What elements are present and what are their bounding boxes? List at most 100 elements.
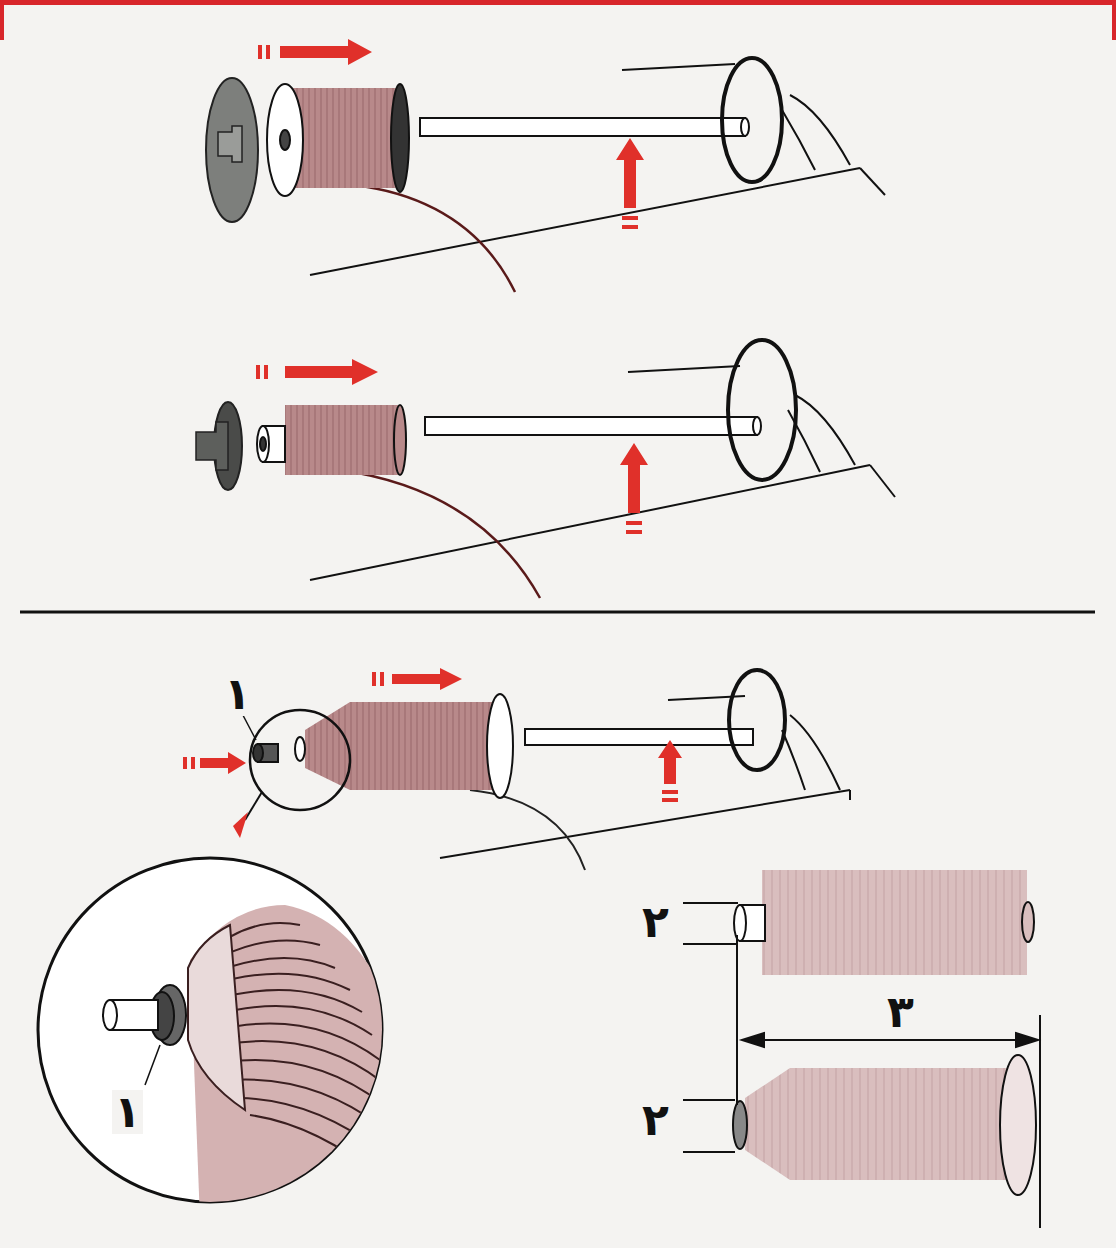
drawing-part bbox=[760, 1039, 1020, 1041]
drawing-part bbox=[870, 465, 895, 497]
spool-comparison bbox=[683, 870, 1040, 1228]
drawing-part bbox=[620, 443, 648, 513]
drawing-part bbox=[250, 1115, 390, 1185]
drawing-part bbox=[103, 1000, 117, 1030]
drawing-part bbox=[340, 470, 540, 598]
drawing-part bbox=[622, 225, 638, 229]
drawing-part bbox=[622, 216, 638, 220]
red-arrow bbox=[183, 668, 682, 838]
drawing-part bbox=[285, 405, 400, 475]
drawing-part bbox=[470, 790, 585, 870]
drawing-part bbox=[285, 359, 378, 385]
zoom-detail bbox=[38, 858, 395, 1220]
drawing-part bbox=[733, 1101, 747, 1149]
drawing-part bbox=[355, 185, 515, 292]
drawing-part bbox=[233, 812, 248, 838]
drawing-part bbox=[440, 790, 850, 858]
drawing-part bbox=[267, 84, 303, 196]
drawing-part bbox=[849, 790, 851, 800]
drawing-part bbox=[487, 694, 513, 798]
drawing-part bbox=[741, 118, 749, 136]
drawing-part bbox=[256, 365, 260, 379]
drawing-part bbox=[683, 943, 738, 945]
drawing-part bbox=[683, 1151, 735, 1153]
drawing-part bbox=[790, 95, 850, 165]
drawing-part bbox=[1016, 1033, 1038, 1047]
drawing-part bbox=[206, 78, 258, 222]
drawing-part bbox=[753, 417, 761, 435]
drawing-part bbox=[745, 1068, 1010, 1180]
drawing-part bbox=[662, 798, 678, 802]
drawing-part bbox=[1000, 1055, 1036, 1195]
spool-panel-small bbox=[196, 340, 895, 598]
drawing-part bbox=[762, 870, 1027, 975]
drawing-part bbox=[626, 530, 642, 534]
drawing-part bbox=[290, 88, 400, 188]
drawing-part bbox=[860, 168, 885, 195]
drawing-part bbox=[103, 905, 395, 1220]
drawing-part bbox=[1022, 902, 1034, 942]
drawing-part bbox=[683, 1099, 735, 1101]
drawing-part bbox=[525, 729, 753, 745]
drawing-part bbox=[295, 737, 305, 761]
drawing-part bbox=[782, 110, 815, 170]
callout-number: ۱ bbox=[112, 1090, 143, 1134]
drawing-part bbox=[616, 138, 644, 208]
drawing-part bbox=[728, 340, 796, 480]
drawing-part bbox=[280, 39, 372, 65]
drawing-part bbox=[683, 902, 738, 904]
drawing-part bbox=[782, 730, 805, 790]
drawing-part bbox=[258, 45, 262, 59]
drawing-part bbox=[250, 710, 350, 810]
drawing-part bbox=[734, 905, 746, 941]
drawing-part bbox=[196, 422, 228, 470]
drawing-part bbox=[658, 740, 682, 784]
drawing-part bbox=[394, 405, 406, 475]
drawing-part bbox=[0, 0, 4, 40]
drawing-part bbox=[372, 672, 376, 686]
drawing-part bbox=[253, 744, 263, 762]
drawing-part bbox=[245, 792, 262, 820]
drawing-part bbox=[232, 1080, 392, 1135]
drawing-part bbox=[200, 752, 246, 774]
drawing-part bbox=[1039, 1015, 1041, 1228]
drawing-part bbox=[1112, 0, 1116, 40]
callout-number: ۳ bbox=[885, 990, 916, 1034]
drawing-part bbox=[240, 1098, 392, 1160]
drawing-part bbox=[220, 1041, 386, 1085]
drawing-part bbox=[622, 64, 735, 70]
separator bbox=[20, 611, 1095, 614]
red-arrow bbox=[256, 359, 648, 534]
drawing-part bbox=[425, 417, 757, 435]
red-arrow bbox=[258, 39, 644, 229]
drawing-part bbox=[795, 395, 855, 465]
drawing-part bbox=[626, 521, 642, 525]
drawing-part bbox=[257, 426, 269, 462]
drawing-part bbox=[188, 925, 245, 1110]
drawing-part bbox=[380, 672, 384, 686]
drawing-part bbox=[729, 670, 785, 770]
drawing-part bbox=[191, 757, 195, 769]
callout-number: ۲ bbox=[640, 900, 671, 944]
spool-panel-cone bbox=[235, 670, 850, 870]
drawing-part bbox=[280, 130, 290, 150]
drawing-part bbox=[736, 935, 738, 1105]
drawing-part bbox=[145, 1045, 160, 1085]
drawing-part bbox=[305, 702, 495, 790]
drawing-part bbox=[628, 366, 740, 372]
drawing-part bbox=[260, 437, 266, 451]
drawing-part bbox=[0, 0, 1116, 5]
callout-number: ۱ bbox=[222, 672, 253, 716]
drawing-part bbox=[662, 790, 678, 794]
drawing-part bbox=[264, 365, 268, 379]
drawing-part bbox=[391, 84, 409, 192]
spool-panel-large bbox=[206, 58, 885, 292]
frame bbox=[0, 0, 1116, 40]
drawing-part bbox=[722, 58, 782, 182]
drawing-part bbox=[225, 1060, 390, 1110]
callout-number: ۲ bbox=[640, 1098, 671, 1142]
drawing-part bbox=[218, 126, 242, 162]
drawing-part bbox=[392, 668, 462, 690]
drawing-part bbox=[183, 757, 187, 769]
